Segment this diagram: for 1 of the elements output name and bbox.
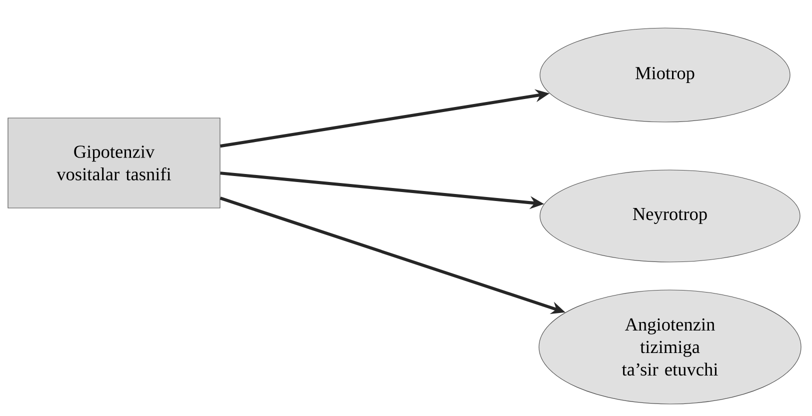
process-box: Gipotenziv vositalar tasnifi: [8, 118, 220, 208]
